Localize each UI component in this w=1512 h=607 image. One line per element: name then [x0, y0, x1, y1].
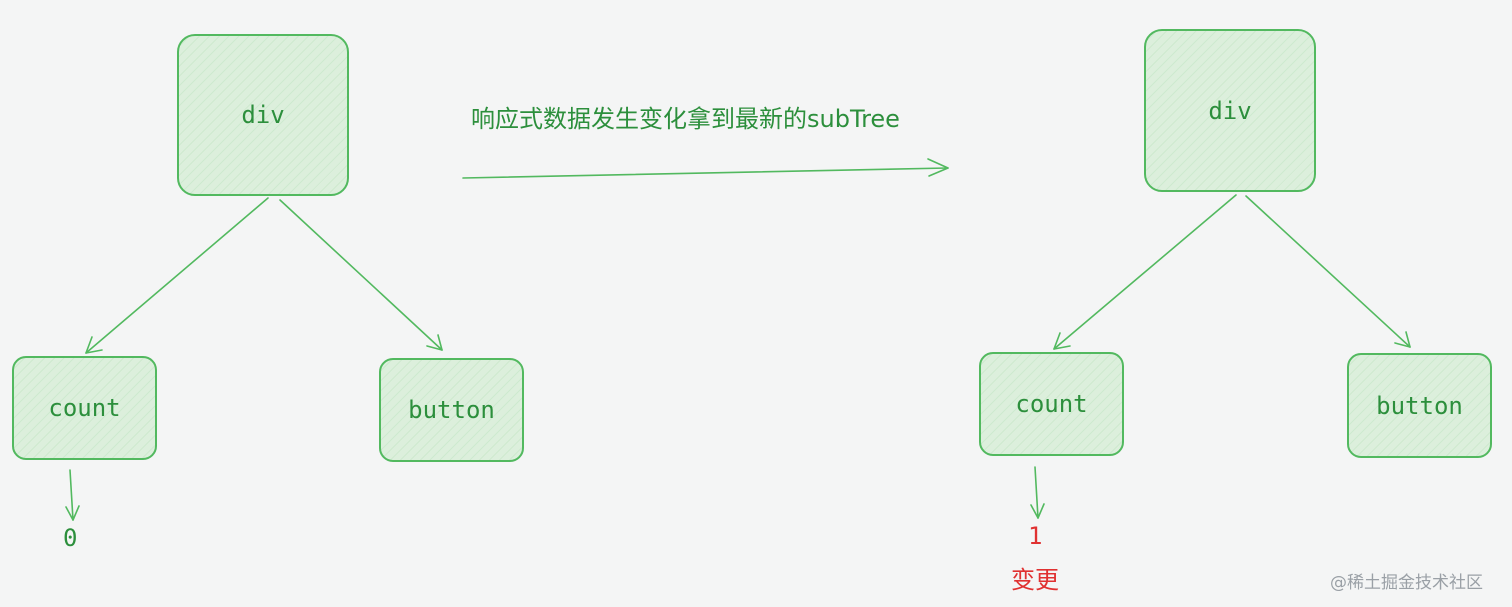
edge-right-count-to-value-arrowhead	[1030, 503, 1045, 519]
left-div-node: div	[177, 34, 349, 196]
right-button-label: button	[1376, 391, 1463, 420]
edge-right-div-to-button-arrowhead	[1394, 331, 1411, 348]
left-count-label: count	[48, 394, 121, 422]
edge-right-div-to-button	[1245, 195, 1411, 348]
edge-left-count-to-value-arrowhead	[65, 505, 80, 521]
right-count-node: count	[979, 352, 1124, 456]
left-count-value: 0	[63, 524, 78, 552]
edge-right-div-to-count-arrowhead	[1053, 332, 1071, 350]
edge-left-div-to-button-arrowhead	[426, 334, 443, 351]
left-button-node: button	[379, 358, 524, 462]
right-div-node: div	[1144, 29, 1316, 192]
transition-arrow-head	[927, 158, 949, 177]
left-button-label: button	[408, 396, 495, 424]
transition-label: 响应式数据发生变化拿到最新的subTree	[471, 105, 900, 133]
edge-left-div-to-button	[279, 199, 443, 351]
edge-left-div-to-count-arrowhead	[85, 336, 103, 354]
watermark: @稀土掘金技术社区	[1330, 573, 1483, 593]
edge-left-div-to-count	[85, 197, 269, 354]
transition-arrow	[462, 167, 949, 179]
edge-left-count-to-value	[69, 469, 74, 521]
left-div-label: div	[241, 101, 285, 129]
edge-right-div-to-count	[1053, 194, 1237, 350]
right-count-value: 1	[1028, 522, 1043, 550]
right-div-label: div	[1208, 96, 1252, 125]
right-count-label: count	[1015, 390, 1088, 418]
right-button-node: button	[1347, 353, 1492, 458]
edge-right-count-to-value	[1034, 466, 1039, 519]
change-note: 变更	[1011, 566, 1059, 594]
left-count-node: count	[12, 356, 157, 460]
